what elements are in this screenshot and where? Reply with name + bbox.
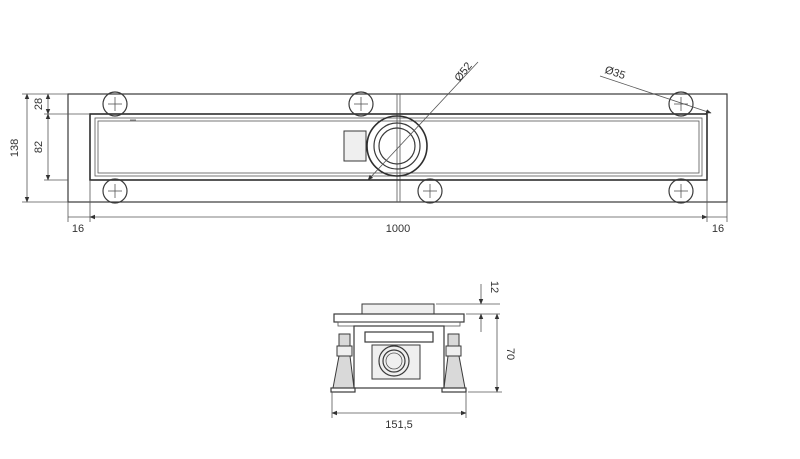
mounting-hole (417, 178, 443, 204)
mounting-hole (668, 91, 694, 117)
mounting-hole (668, 178, 694, 204)
left-margin-label: 16 (72, 223, 84, 235)
adjustable-leg (441, 333, 467, 393)
total-height-label: 138 (9, 139, 21, 157)
top-view: Ø52 Ø35 138 28 82 1000 16 16 (9, 60, 728, 235)
mounting-hole (102, 178, 128, 204)
mounting-hole (102, 91, 128, 117)
adjustable-leg (330, 333, 356, 393)
length-label: 1000 (386, 223, 410, 235)
section-view: 12 70 151,5 (330, 281, 516, 431)
right-margin-label: 16 (712, 223, 724, 235)
top-offset-label: 28 (33, 98, 45, 110)
height-label: 70 (504, 348, 516, 360)
channel-body (353, 325, 445, 389)
mounting-hole (348, 91, 374, 117)
outlet-diameter-label: Ø52 (453, 60, 475, 84)
hole-diameter-label: Ø35 (603, 64, 626, 82)
channel-outer (89, 113, 708, 181)
outer-plate (67, 93, 728, 203)
outlet-diameter-leader (367, 61, 479, 181)
channel-height-label: 82 (33, 141, 45, 153)
hole-diameter-leader (599, 75, 712, 114)
width-label: 151,5 (385, 419, 413, 431)
grate (361, 303, 435, 315)
grate-thickness-label: 12 (488, 281, 500, 293)
outlet-drain (343, 115, 428, 177)
